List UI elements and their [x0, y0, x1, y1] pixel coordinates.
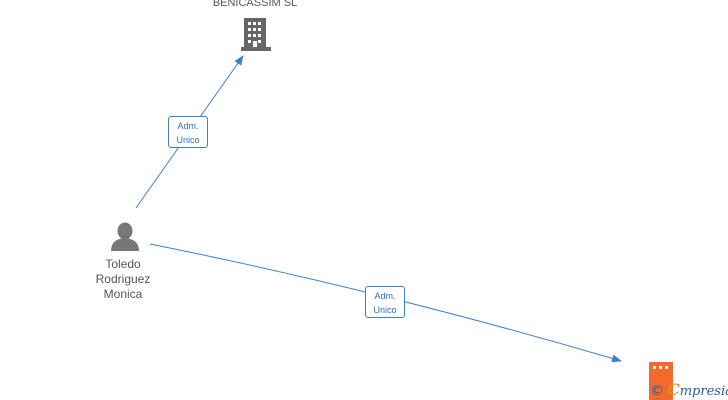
- role-label-line-2: Unico: [373, 305, 397, 315]
- role-label-box: Adm. Unico: [365, 286, 405, 318]
- brand-initial: C: [667, 380, 680, 399]
- person-name-line-3: Monica: [103, 287, 143, 301]
- copyright-icon: ©: [650, 383, 664, 399]
- building-icon-orange[interactable]: [649, 362, 673, 400]
- role-label-line-1: Adm.: [374, 291, 396, 301]
- person-name-label[interactable]: Toledo Rodriguez Monica: [78, 257, 168, 302]
- brand-name: mpresia: [679, 384, 728, 399]
- role-label-box: Adm. Unico: [168, 116, 208, 148]
- person-name-line-2: Rodriguez: [95, 272, 151, 286]
- company-name-label[interactable]: BENICASSIM SL: [212, 0, 298, 9]
- empresia-watermark: ©Cmpresia: [650, 380, 728, 399]
- building-icon[interactable]: [241, 18, 271, 51]
- person-name-line-1: Toledo: [105, 257, 141, 271]
- role-label-line-2: Unico: [176, 135, 200, 145]
- person-icon[interactable]: [111, 222, 139, 252]
- role-label-line-1: Adm.: [177, 121, 199, 131]
